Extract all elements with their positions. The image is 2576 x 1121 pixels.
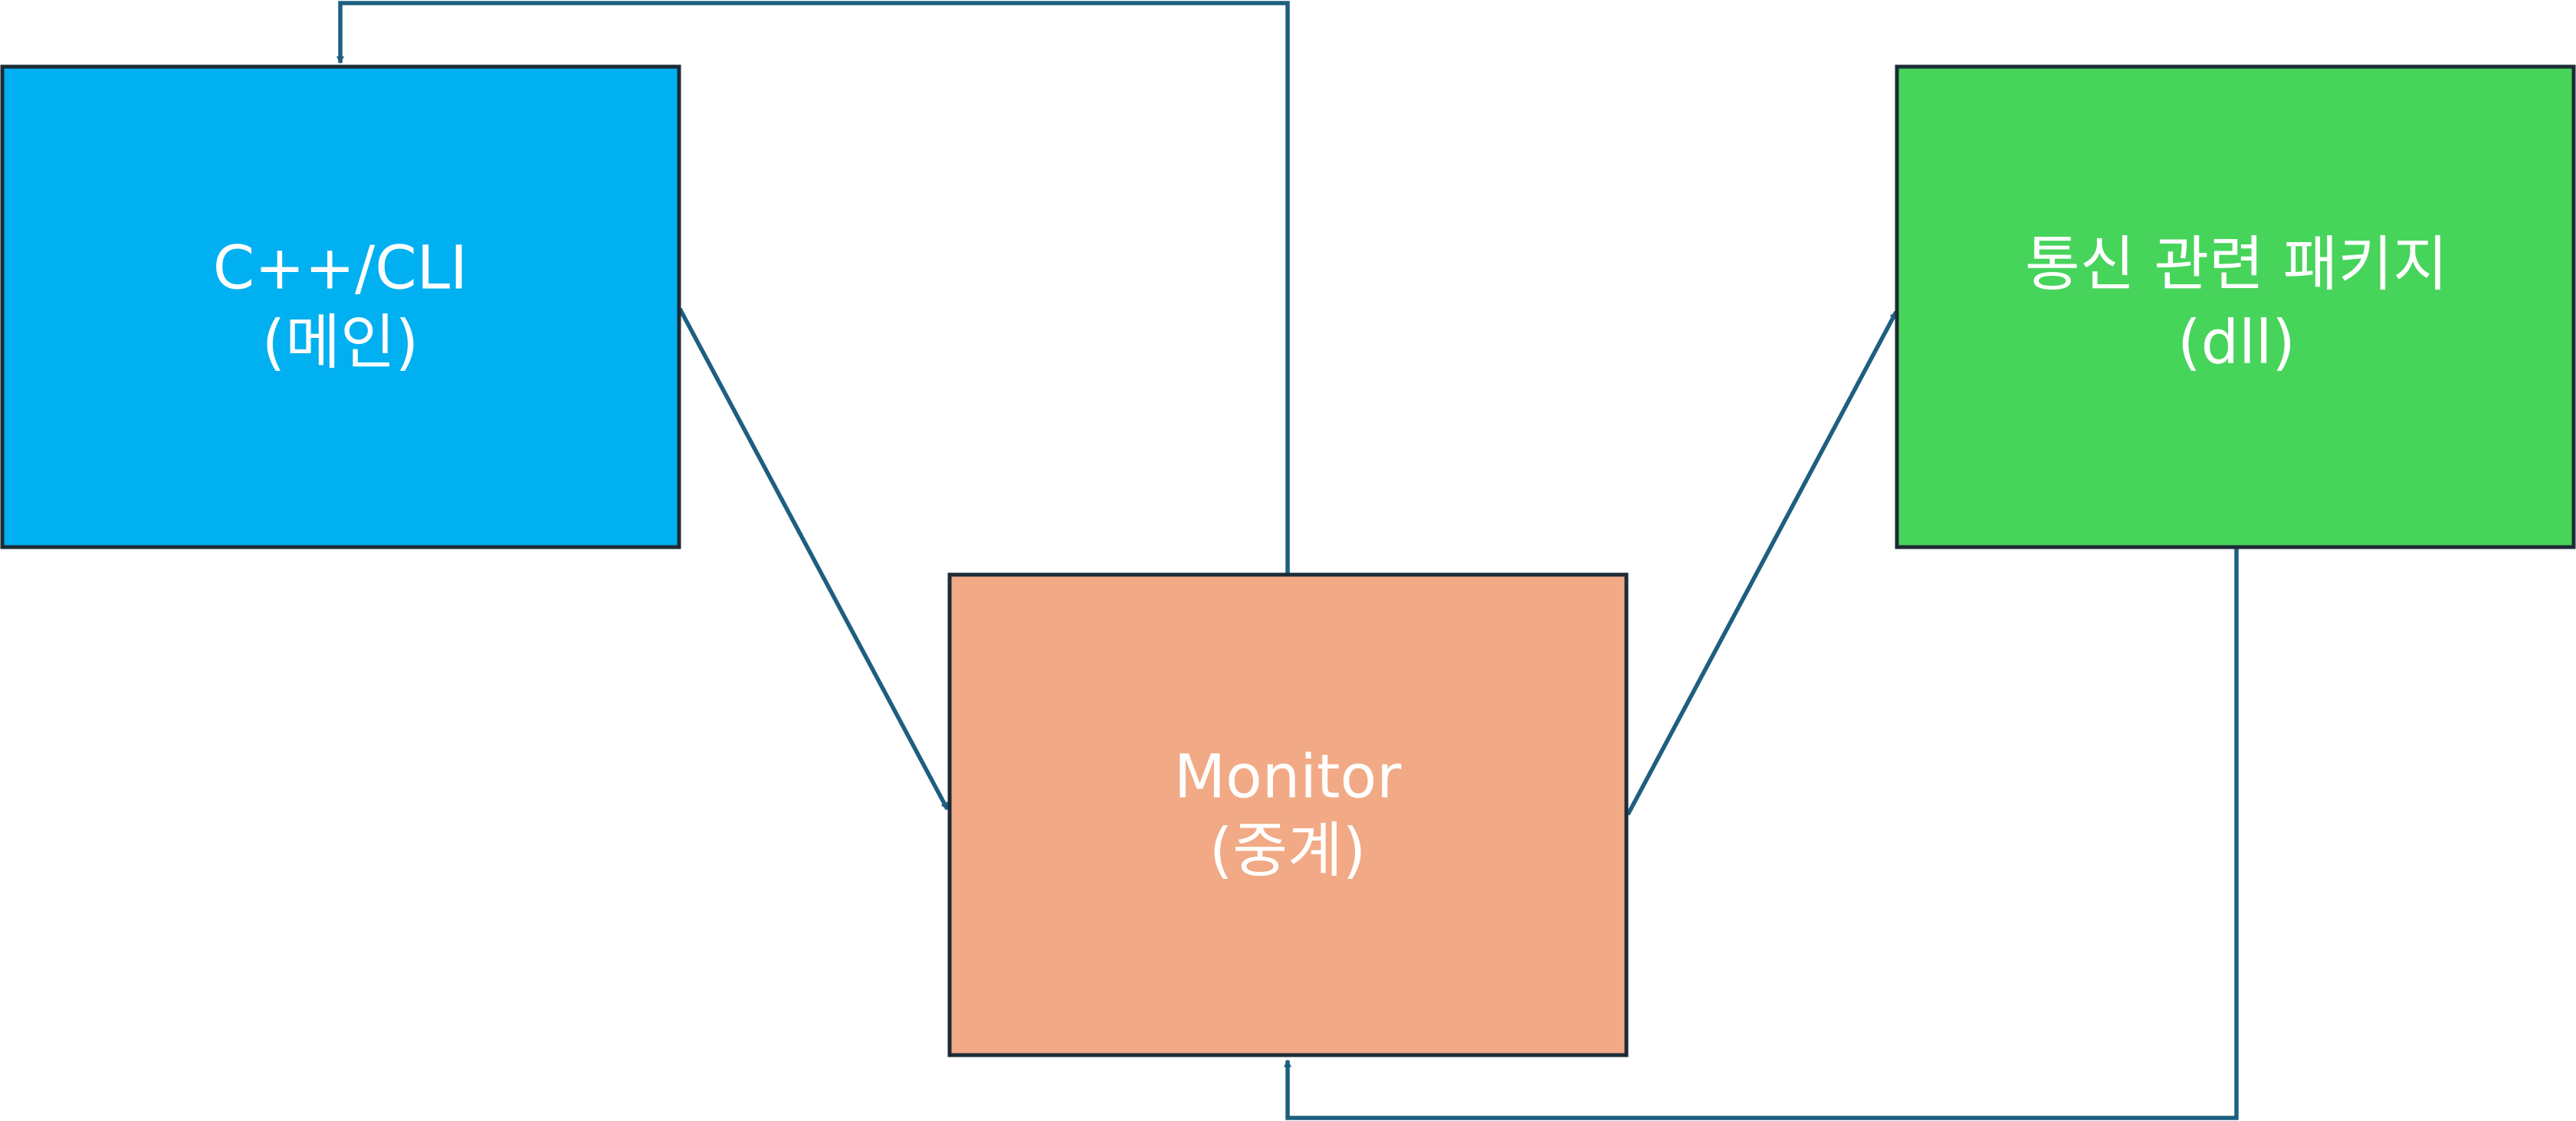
node-monitor-label-line2: (중계) [1209, 816, 1366, 885]
node-comm-box [1895, 64, 2576, 549]
node-comm-label-line2: (dll) [2177, 308, 2295, 377]
node-main-label-line2: (메인) [262, 308, 418, 377]
node-main-box [0, 64, 681, 549]
arrow-comm-to-monitor [1284, 549, 2239, 1120]
arrow-monitor-to-main [336, 1, 1290, 574]
node-main-label-line1: C++/CLI [213, 234, 468, 303]
node-comm-label-line1: 통신 관련 패키지 [2025, 230, 2448, 299]
node-monitor: Monitor (중계) [947, 572, 1629, 1057]
connectors [336, 1, 2239, 1120]
node-main: C++/CLI (메인) [0, 64, 681, 549]
node-monitor-label-line1: Monitor [1174, 742, 1402, 811]
arrow-monitor-to-comm [1626, 310, 1898, 816]
node-comm: 통신 관련 패키지 (dll) [1895, 64, 2576, 549]
arrow-main-to-monitor [678, 307, 950, 811]
node-monitor-box [947, 572, 1629, 1057]
